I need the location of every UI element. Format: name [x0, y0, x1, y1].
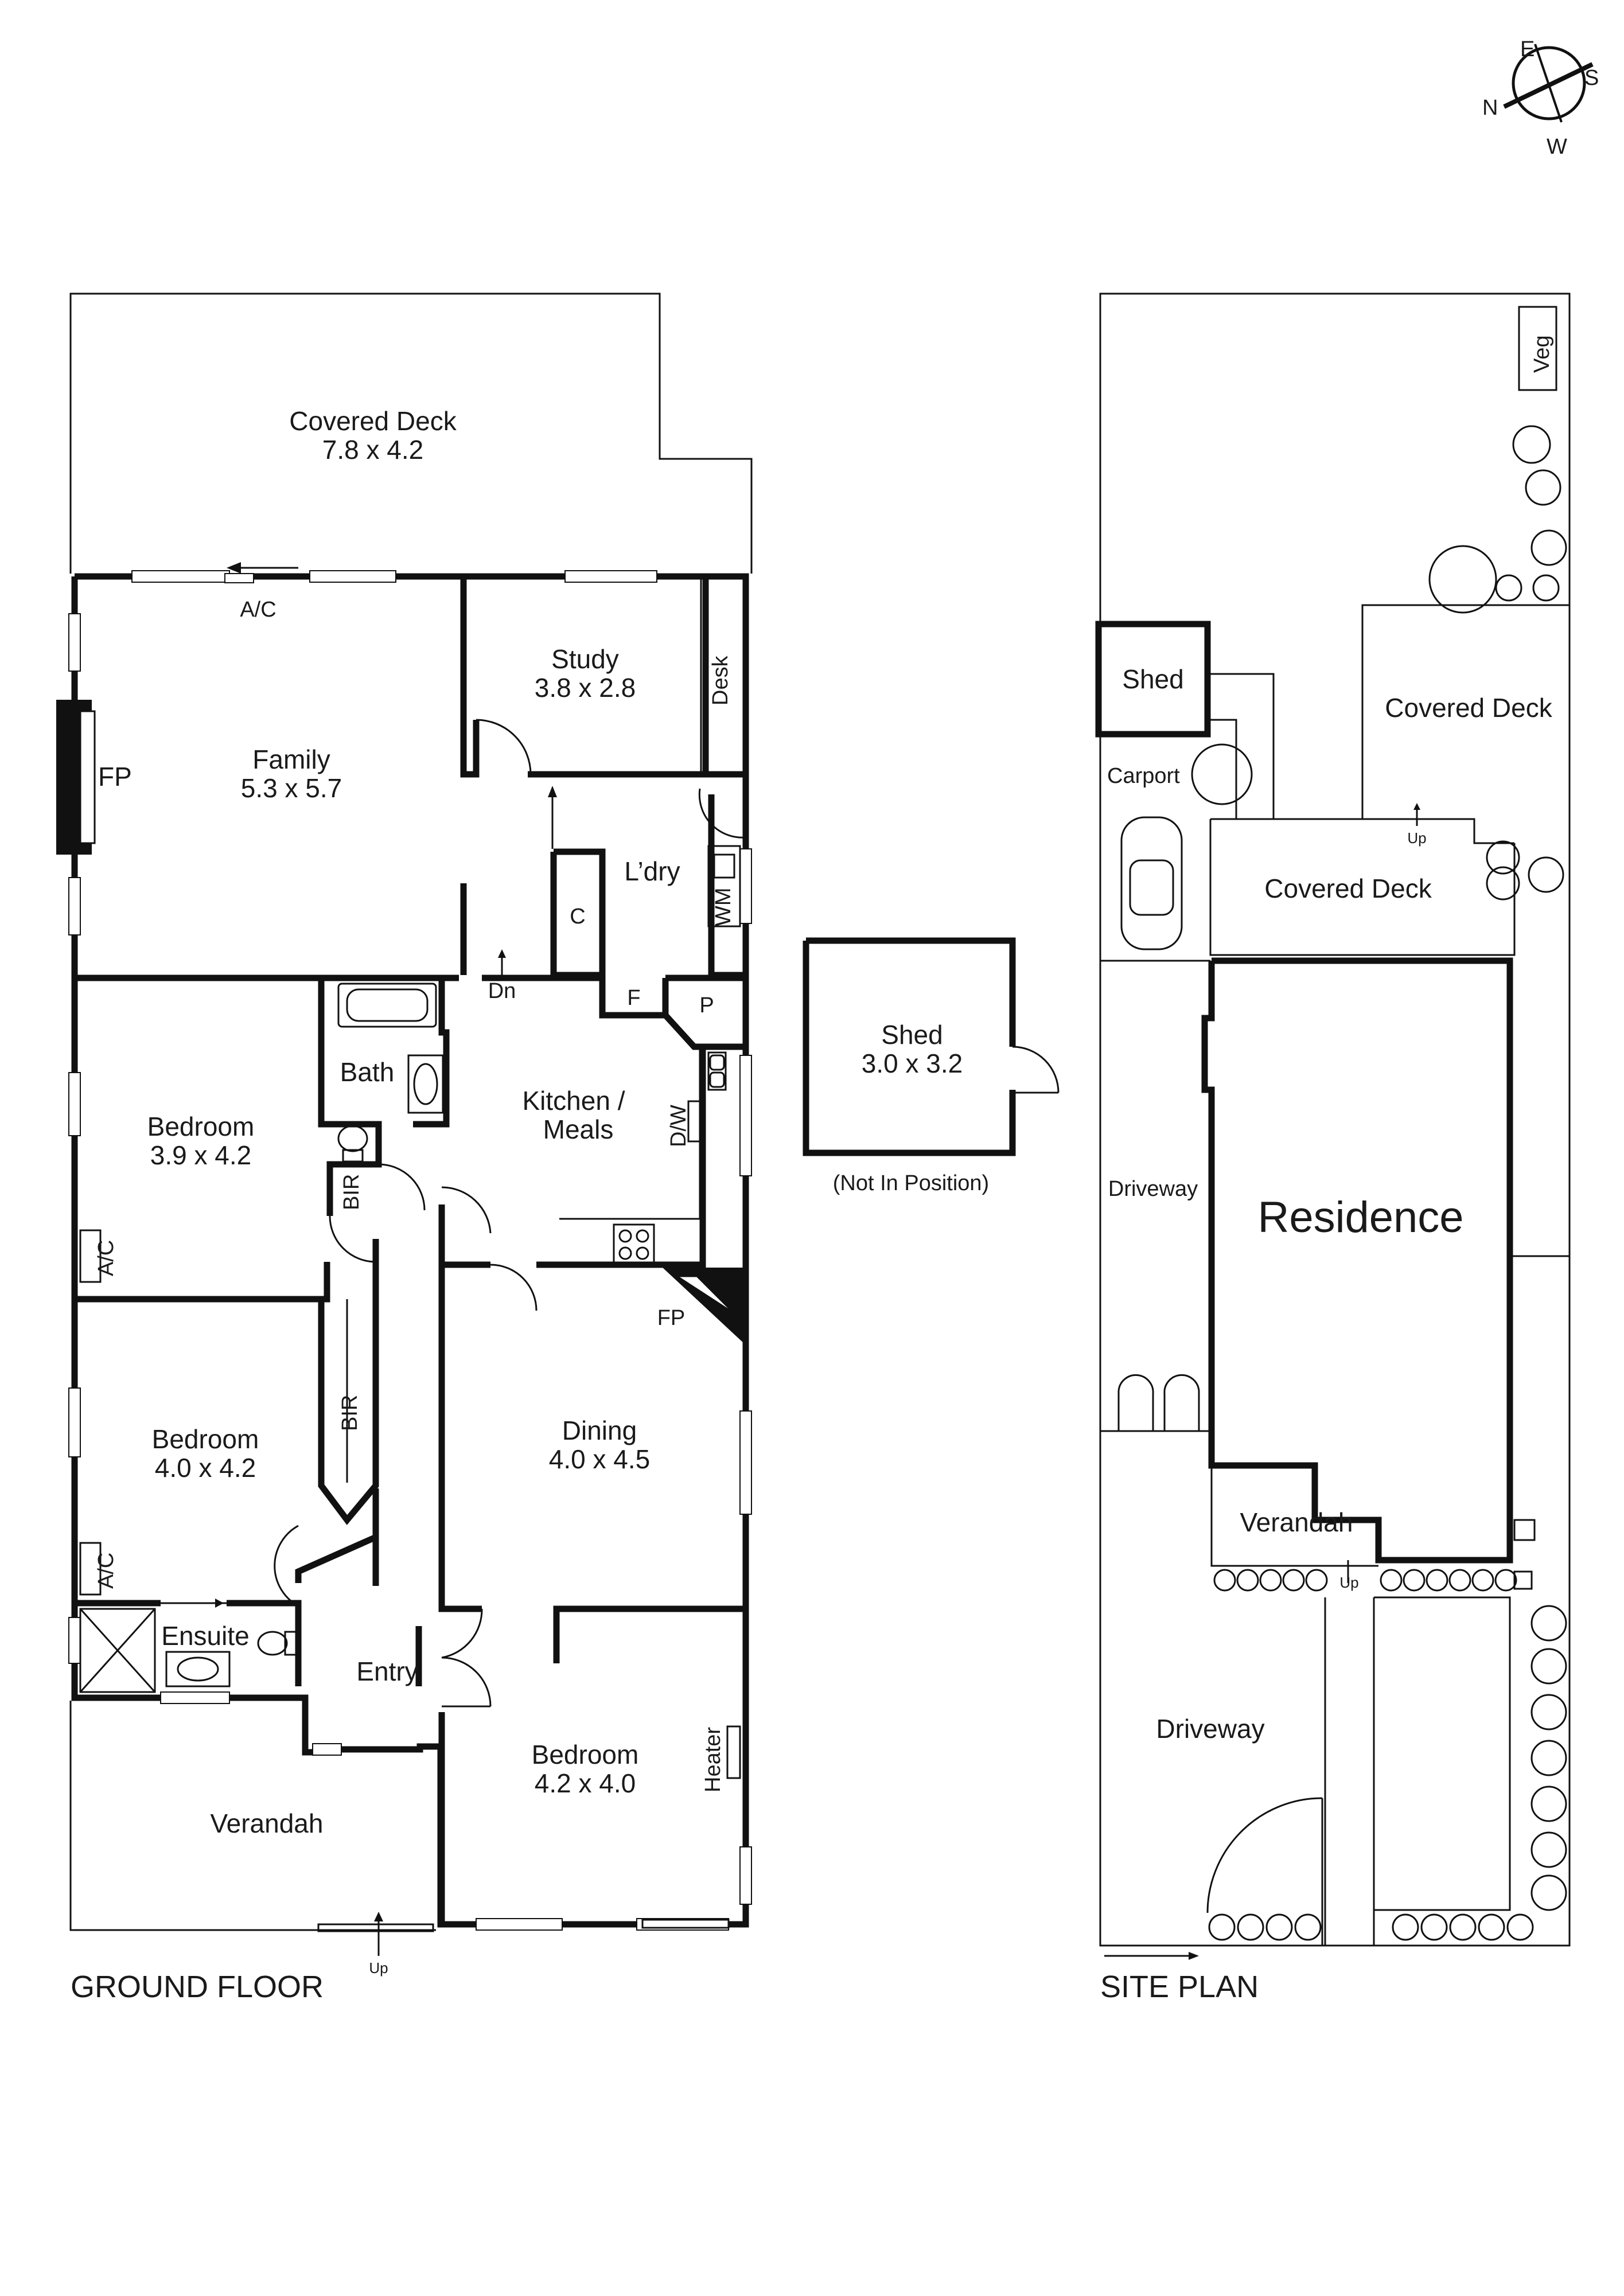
ground-floor-title: GROUND FLOOR [71, 1970, 324, 2004]
desk-label: Desk [708, 655, 733, 705]
car-icon [1120, 816, 1183, 950]
bedroom2-ac-label: A/C [94, 1553, 118, 1589]
bedroom3-label: Bedroom [532, 1740, 639, 1769]
dining-fireplace [663, 1268, 746, 1345]
site-shed-label: Shed [1122, 664, 1183, 694]
ground-floor-plan: Covered Deck 7.8 x 4.2 A/C Study 3.8 x 2… [56, 293, 753, 2004]
compass-n-label: N [1482, 96, 1498, 120]
bath-bir-label: BIR [340, 1174, 364, 1210]
covered-deck-label: Covered Deck [289, 406, 457, 436]
family-ac-label: A/C [240, 598, 276, 622]
bedroom1-dims: 3.9 x 4.2 [150, 1140, 251, 1170]
bedroom2-label: Bedroom [152, 1424, 259, 1454]
front-verandah-outline [69, 1701, 436, 1931]
compass-s-label: S [1584, 66, 1599, 90]
bedroom3-dims: 4.2 x 4.0 [535, 1768, 636, 1798]
site-plan-title: SITE PLAN [1100, 1970, 1259, 2004]
family-fp-label: FP [98, 762, 132, 792]
shed-note: (Not In Position) [833, 1171, 989, 1195]
bedroom2-dims: 4.0 x 4.2 [155, 1453, 256, 1483]
dw-label: D/W [667, 1105, 691, 1147]
dining-dims: 4.0 x 4.5 [549, 1444, 650, 1474]
residence-label: Residence [1257, 1193, 1463, 1242]
shed-dims: 3.0 x 3.2 [862, 1048, 963, 1078]
site-covered-deck-top-label: Covered Deck [1385, 693, 1552, 723]
site-plan: Veg Shed Carport Covered Deck [1095, 293, 1571, 2004]
site-up-top-label: Up [1407, 829, 1426, 847]
bath-label: Bath [340, 1057, 395, 1087]
verandah-label: Verandah [211, 1808, 324, 1838]
entry-label: Entry [356, 1656, 418, 1686]
kitchen-label: Kitchen / [523, 1086, 625, 1116]
site-verandah-label: Verandah [1240, 1507, 1353, 1537]
house-outer-walls [71, 573, 749, 1928]
veg-label: Veg [1530, 335, 1554, 373]
carport-label: Carport [1107, 764, 1180, 788]
site-driveway-front-label: Driveway [1156, 1714, 1264, 1744]
site-driveway-side-label: Driveway [1108, 1177, 1198, 1201]
dn-label: Dn [488, 979, 516, 1003]
compass: N E S W [1482, 37, 1599, 159]
family-label: Family [252, 744, 330, 774]
bedroom1-ac-label: A/C [94, 1240, 118, 1276]
fridge-label: F [627, 986, 640, 1010]
interior-walls [75, 576, 746, 1924]
ensuite-label: Ensuite [161, 1621, 249, 1651]
study-label: Study [551, 644, 619, 674]
shed-label: Shed [881, 1020, 943, 1050]
site-up-front-label: Up [1339, 1574, 1358, 1591]
pantry-label: P [699, 993, 714, 1018]
detached-shed: Shed 3.0 x 3.2 (Not In Position) [803, 937, 1060, 1195]
study-dims: 3.8 x 2.8 [535, 673, 636, 703]
site-boundary [1099, 293, 1571, 1947]
kitchen-label-2: Meals [543, 1114, 614, 1144]
fixtures [79, 579, 741, 1929]
hedges [1208, 1569, 1567, 1941]
doors [161, 719, 746, 1708]
dining-fp-label: FP [657, 1306, 686, 1330]
heater-label: Heater [701, 1727, 725, 1792]
family-dims: 5.3 x 5.7 [241, 773, 342, 803]
residence-outline [1201, 957, 1513, 1564]
compass-w-label: W [1547, 135, 1567, 159]
wm-label: WM [711, 887, 735, 926]
verandah-up-label: Up [369, 1959, 388, 1977]
cupboard-label: C [570, 905, 585, 929]
laundry-label: L’dry [624, 856, 680, 886]
dining-label: Dining [562, 1416, 637, 1445]
bedroom1-label: Bedroom [147, 1112, 255, 1141]
site-covered-deck-mid-label: Covered Deck [1264, 874, 1432, 903]
trees [1191, 425, 1567, 901]
bedroom2-bir-label: BIR [338, 1395, 362, 1431]
covered-deck-dims: 7.8 x 4.2 [322, 435, 423, 465]
compass-e-label: E [1520, 37, 1535, 61]
covered-deck-outline [69, 293, 753, 574]
